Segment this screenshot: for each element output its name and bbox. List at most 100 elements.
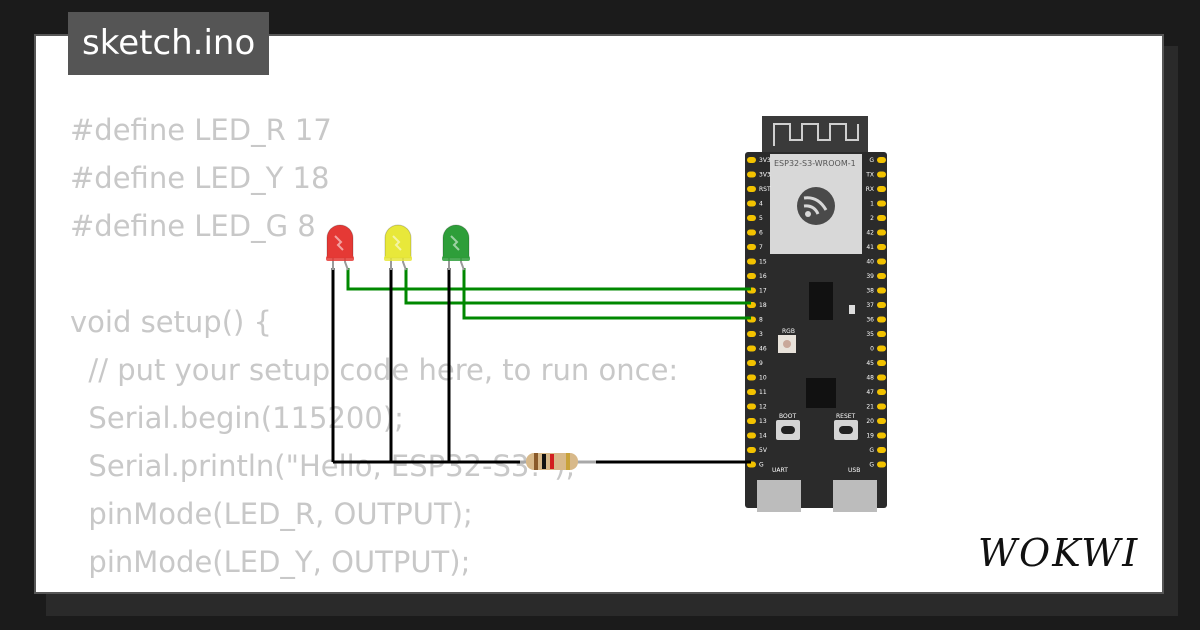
pin-label: 1 [870,201,874,208]
file-tab[interactable]: sketch.ino [68,12,270,75]
usb-port[interactable] [833,480,877,512]
pin-label: 20 [866,418,874,425]
pin-1[interactable] [877,200,886,207]
pin-label: 3V3 [759,172,771,179]
pin-label: 14 [759,433,767,440]
pin-9[interactable] [747,360,756,366]
pin-g[interactable] [877,461,886,468]
pin-35[interactable] [877,331,886,337]
pin-46[interactable] [747,345,756,352]
cpu-chip [806,378,836,408]
code-line: // put your setup code here, to run once… [70,353,679,387]
pin-45[interactable] [877,360,886,366]
pin-label: 45 [866,360,874,367]
wokwi-logo: WOKWI [978,531,1137,575]
pin-14[interactable] [747,432,756,439]
boot-button-cap [781,426,795,434]
antenna [762,116,868,154]
pin-37[interactable] [877,302,886,308]
pin-label: 38 [866,288,874,295]
code-line: #define LED_R 17 [70,113,332,147]
pin-label: 13 [759,418,767,425]
pin-11[interactable] [747,389,756,395]
pin-label: 9 [759,360,763,367]
pin-41[interactable] [877,244,886,250]
pin-12[interactable] [747,403,756,410]
code-line: Serial.begin(115200); [70,401,404,435]
wire-gpio8[interactable] [462,268,751,320]
wire-gpio18[interactable] [404,268,751,305]
pin-10[interactable] [747,374,756,381]
pin-label: 18 [759,302,767,309]
code-line: #define LED_G 8 [70,209,316,243]
uart-label: UART [772,467,788,474]
pin-label: 48 [866,375,874,382]
pin-4[interactable] [747,200,756,207]
led-green[interactable] [442,224,470,271]
pin-16[interactable] [747,273,756,279]
pin-g[interactable] [877,447,886,453]
pin-6[interactable] [747,229,756,236]
pin-42[interactable] [877,229,886,236]
led-yellow[interactable] [384,224,412,271]
pin-label: 8 [759,317,763,324]
pin-label: 42 [866,230,874,237]
pin-36[interactable] [877,316,886,323]
pin-20[interactable] [877,418,886,424]
pin-39[interactable] [877,273,886,279]
pin-19[interactable] [877,432,886,439]
resistor[interactable] [520,453,596,470]
pin-label: 4 [759,201,763,208]
pin-13[interactable] [747,418,756,424]
reset-button-cap [839,426,853,434]
pin-rst[interactable] [747,186,756,192]
pin-3[interactable] [747,331,756,337]
pin-label: 40 [866,259,874,266]
wire-gpio17[interactable] [346,268,751,291]
pin-label: RST [759,186,771,193]
power-led [849,305,855,314]
pin-21[interactable] [877,403,886,410]
pin-0[interactable] [877,345,886,352]
usb-label: USB [848,467,860,474]
pin-label: 3 [759,331,763,338]
pin-label: 35 [866,331,874,338]
pin-rx[interactable] [877,186,886,192]
pin-5v[interactable] [747,447,756,453]
pin-label: 0 [870,346,874,353]
pin-3v3[interactable] [747,157,756,163]
pin-38[interactable] [877,287,886,294]
pin-label: 12 [759,404,767,411]
pin-label: 11 [759,389,767,396]
pin-label: 39 [866,273,874,280]
pin-7[interactable] [747,244,756,250]
code-line: #define LED_Y 18 [70,161,330,195]
pin-label: G [759,462,764,469]
pin-2[interactable] [877,215,886,221]
uart-usb-port[interactable] [757,480,801,512]
pin-47[interactable] [877,389,886,395]
pin-5[interactable] [747,215,756,221]
pin-label: 15 [759,259,767,266]
pin-label: 5V [759,447,768,454]
pin-g[interactable] [877,157,886,163]
pin-label: 46 [759,346,767,353]
pin-40[interactable] [877,258,886,265]
pin-label: G [869,462,874,469]
pin-15[interactable] [747,258,756,265]
pin-48[interactable] [877,374,886,381]
pin-label: 16 [759,273,767,280]
pin-label: 7 [759,244,763,251]
rgb-label: RGB [782,328,795,335]
led-red[interactable] [326,224,354,271]
pin-label: G [869,447,874,454]
code-line: pinMode(LED_R, OUTPUT); [70,497,473,531]
pin-label: RX [866,186,874,193]
pin-label: TX [865,172,874,179]
pin-tx[interactable] [877,171,886,178]
pin-label: 21 [866,404,874,411]
pin-3v3[interactable] [747,171,756,178]
